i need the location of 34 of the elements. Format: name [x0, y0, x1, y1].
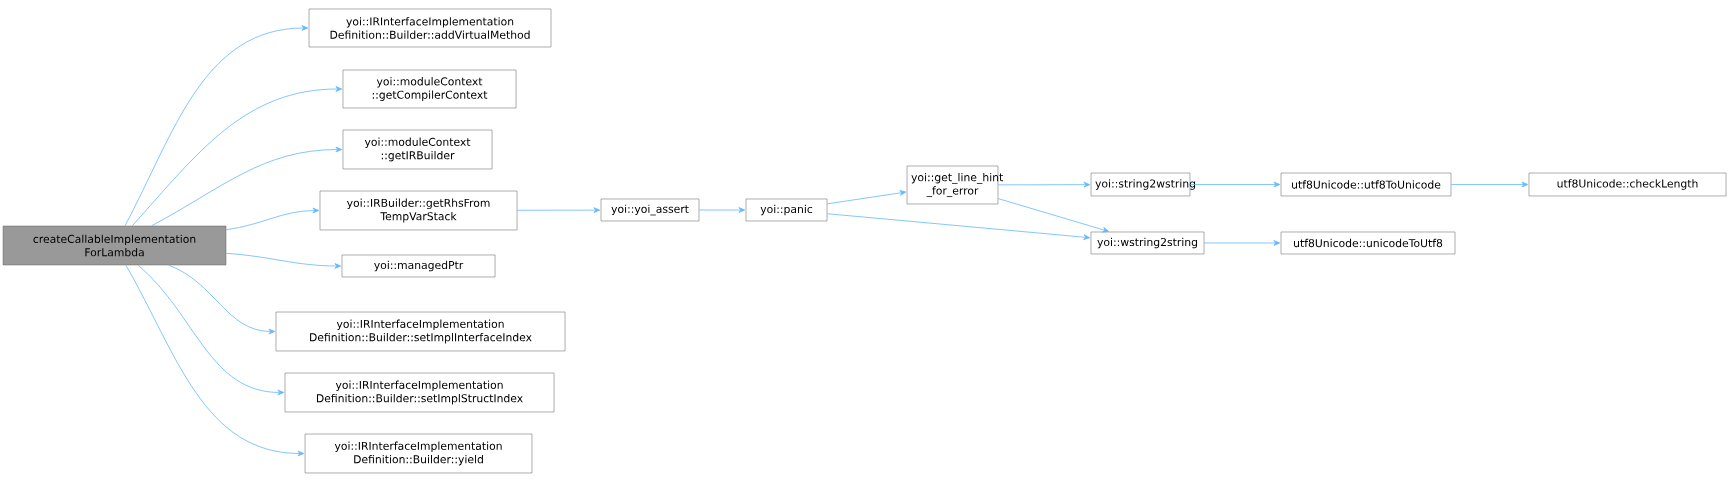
function-box: yoi::IRInterfaceImplementation Definition::Builder::yield	[304, 433, 533, 474]
arrow	[151, 146, 343, 227]
arrow	[225, 252, 342, 269]
function-box: createCallableImplementation ForLambda	[2, 225, 227, 266]
function-box: yoi::panic	[745, 198, 828, 222]
function-box: yoi::managedPtr	[341, 254, 496, 278]
function-box: yoi::moduleContext ::getIRBuilder	[342, 129, 493, 170]
function-box: yoi::moduleContext ::getCompilerContext	[342, 69, 517, 109]
function-box: yoi::IRInterfaceImplementation Definition::Builder::setImplInterfaceIndex	[275, 311, 566, 352]
arrow	[826, 190, 907, 205]
function-box: yoi::yoi_assert	[600, 198, 700, 222]
arrow	[1450, 181, 1529, 188]
arrow	[131, 86, 343, 227]
arrow	[698, 207, 746, 213]
arrow	[125, 264, 305, 457]
function-box: yoi::get_line_hint _for_error	[906, 165, 1003, 205]
function-box: utf8Unicode::utf8ToUnicode	[1280, 172, 1452, 197]
function-box: yoi::IRBuilder::getRhsFrom TempVarStack	[319, 190, 518, 231]
function-box: utf8Unicode::unicodeToUtf8	[1280, 231, 1456, 255]
function-box: yoi::wstring2string	[1090, 231, 1205, 255]
arrow	[1203, 240, 1281, 246]
function-box: yoi::IRInterfaceImplementation Definition::Builder::setImplStructIndex	[284, 372, 555, 413]
function-box: utf8Unicode::checkLength	[1528, 172, 1727, 197]
arrow	[997, 198, 1110, 233]
arrow	[516, 207, 601, 213]
arrow	[225, 207, 320, 231]
function-box: yoi::string2wstring	[1090, 172, 1196, 197]
arrow	[997, 181, 1091, 188]
arrow	[826, 213, 1091, 240]
arrow	[168, 264, 276, 335]
arrow	[124, 25, 309, 227]
arrow	[137, 264, 285, 396]
arrow	[1189, 181, 1281, 188]
function-box: yoi::IRInterfaceImplementation Definition::Builder::addVirtualMethod	[308, 8, 552, 48]
